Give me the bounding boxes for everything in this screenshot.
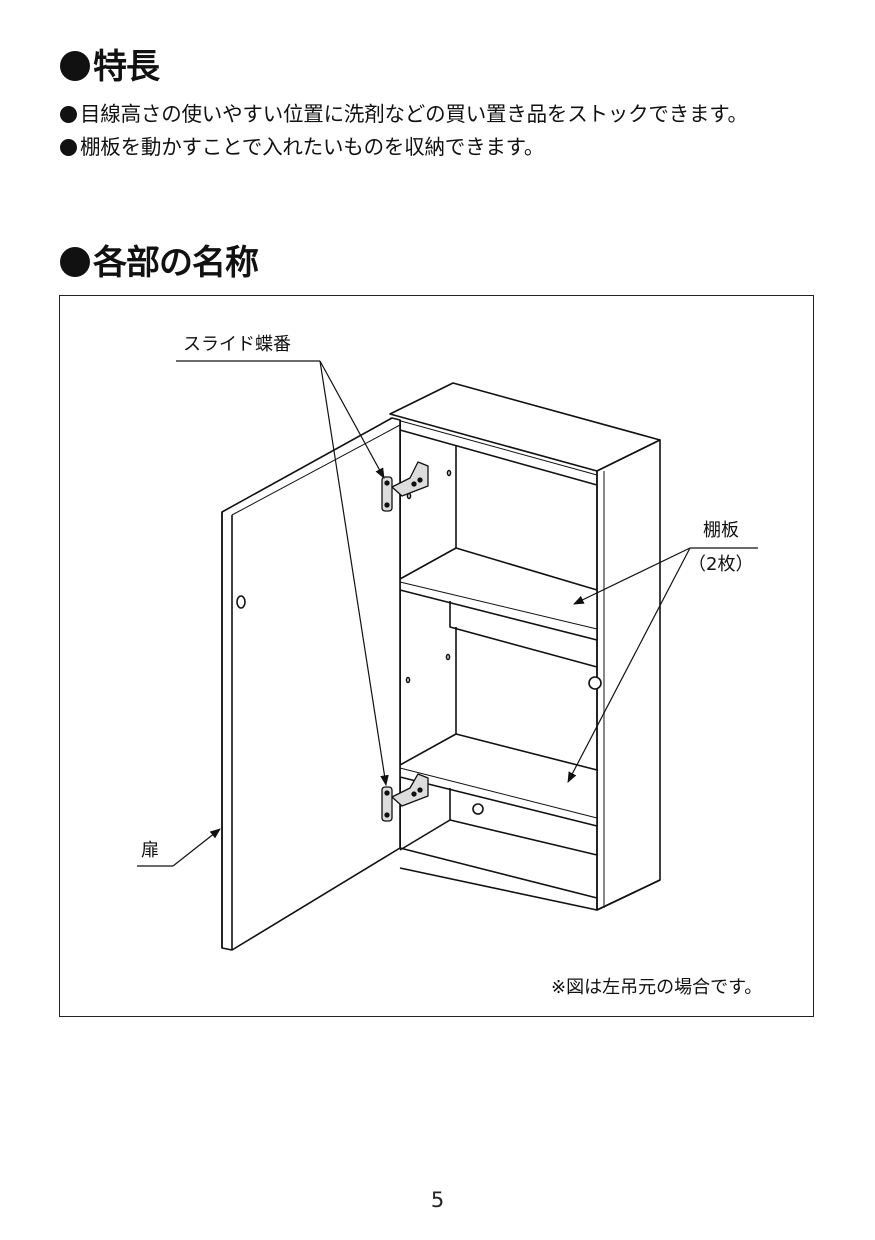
bullet-dot-icon (60, 139, 77, 156)
diagram-note: ※図は左吊元の場合です。 (551, 977, 763, 998)
feature-text: 棚板を動かすことで入れたいものを収納できます。 (80, 135, 545, 159)
page-number: 5 (430, 1188, 445, 1212)
bullet-dot-icon (60, 106, 77, 123)
bullet-dot-icon (60, 51, 90, 81)
feature-text: 目線高さの使いやすい位置に洗剤などの買い置き品をストックできます。 (80, 102, 748, 126)
door-label: 扉 (141, 840, 159, 861)
shelf-count-label: （2枚） (688, 554, 754, 575)
hinge-label: スライド蝶番 (183, 334, 291, 355)
diagram-frame (59, 295, 814, 1017)
features-heading: 特長 (60, 47, 160, 87)
bullet-dot-icon (60, 247, 90, 277)
shelf-label: 棚板 (703, 520, 739, 541)
parts-heading: 各部の名称 (60, 243, 259, 283)
feature-item: 目線高さの使いやすい位置に洗剤などの買い置き品をストックできます。 (60, 104, 748, 125)
feature-item: 棚板を動かすことで入れたいものを収納できます。 (60, 137, 544, 158)
features-title: 特長 (93, 47, 160, 87)
parts-title: 各部の名称 (93, 243, 259, 283)
